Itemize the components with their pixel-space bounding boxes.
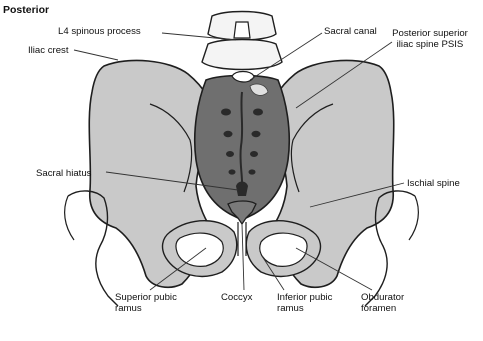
leader-iliac-crest xyxy=(74,50,118,60)
median-sacral-crest xyxy=(240,92,242,190)
label-obdurator-foramen: Obdurator foramen xyxy=(361,292,404,314)
label-psis: Posterior superior iliac spine PSIS xyxy=(380,28,480,50)
right-greater-trochanter xyxy=(409,196,418,240)
label-superior-pubic-line1: Superior pubic xyxy=(115,292,177,303)
label-superior-pubic-ramus: Superior pubic ramus xyxy=(115,292,177,314)
label-inferior-pubic-line1: Inferior pubic xyxy=(277,292,332,303)
label-sacral-hiatus: Sacral hiatus xyxy=(36,168,91,179)
sacral-hiatus xyxy=(236,182,248,197)
label-coccyx: Coccyx xyxy=(221,292,252,303)
label-obdurator-line2: foramen xyxy=(361,303,404,314)
diagram-title: Posterior xyxy=(3,5,49,16)
label-obdurator-line1: Obdurator xyxy=(361,292,404,303)
label-iliac-crest: Iliac crest xyxy=(28,45,69,56)
coccyx xyxy=(228,201,256,224)
l5-vertebra xyxy=(202,40,282,70)
left-obturator-foramen xyxy=(176,233,223,266)
label-inferior-pubic-ramus: Inferior pubic ramus xyxy=(277,292,332,314)
label-psis-line2: iliac spine PSIS xyxy=(380,39,480,50)
label-superior-pubic-line2: ramus xyxy=(115,303,177,314)
label-ischial-spine: Ischial spine xyxy=(407,178,460,189)
label-inferior-pubic-line2: ramus xyxy=(277,303,332,314)
label-l4-spinous-process: L4 spinous process xyxy=(58,26,141,37)
l4-spinous-process xyxy=(234,22,250,38)
leader-coccyx xyxy=(242,224,244,290)
label-psis-line1: Posterior superior xyxy=(380,28,480,39)
label-sacral-canal: Sacral canal xyxy=(324,26,377,37)
sacral-canal-opening xyxy=(232,72,254,83)
left-greater-trochanter xyxy=(65,196,74,240)
